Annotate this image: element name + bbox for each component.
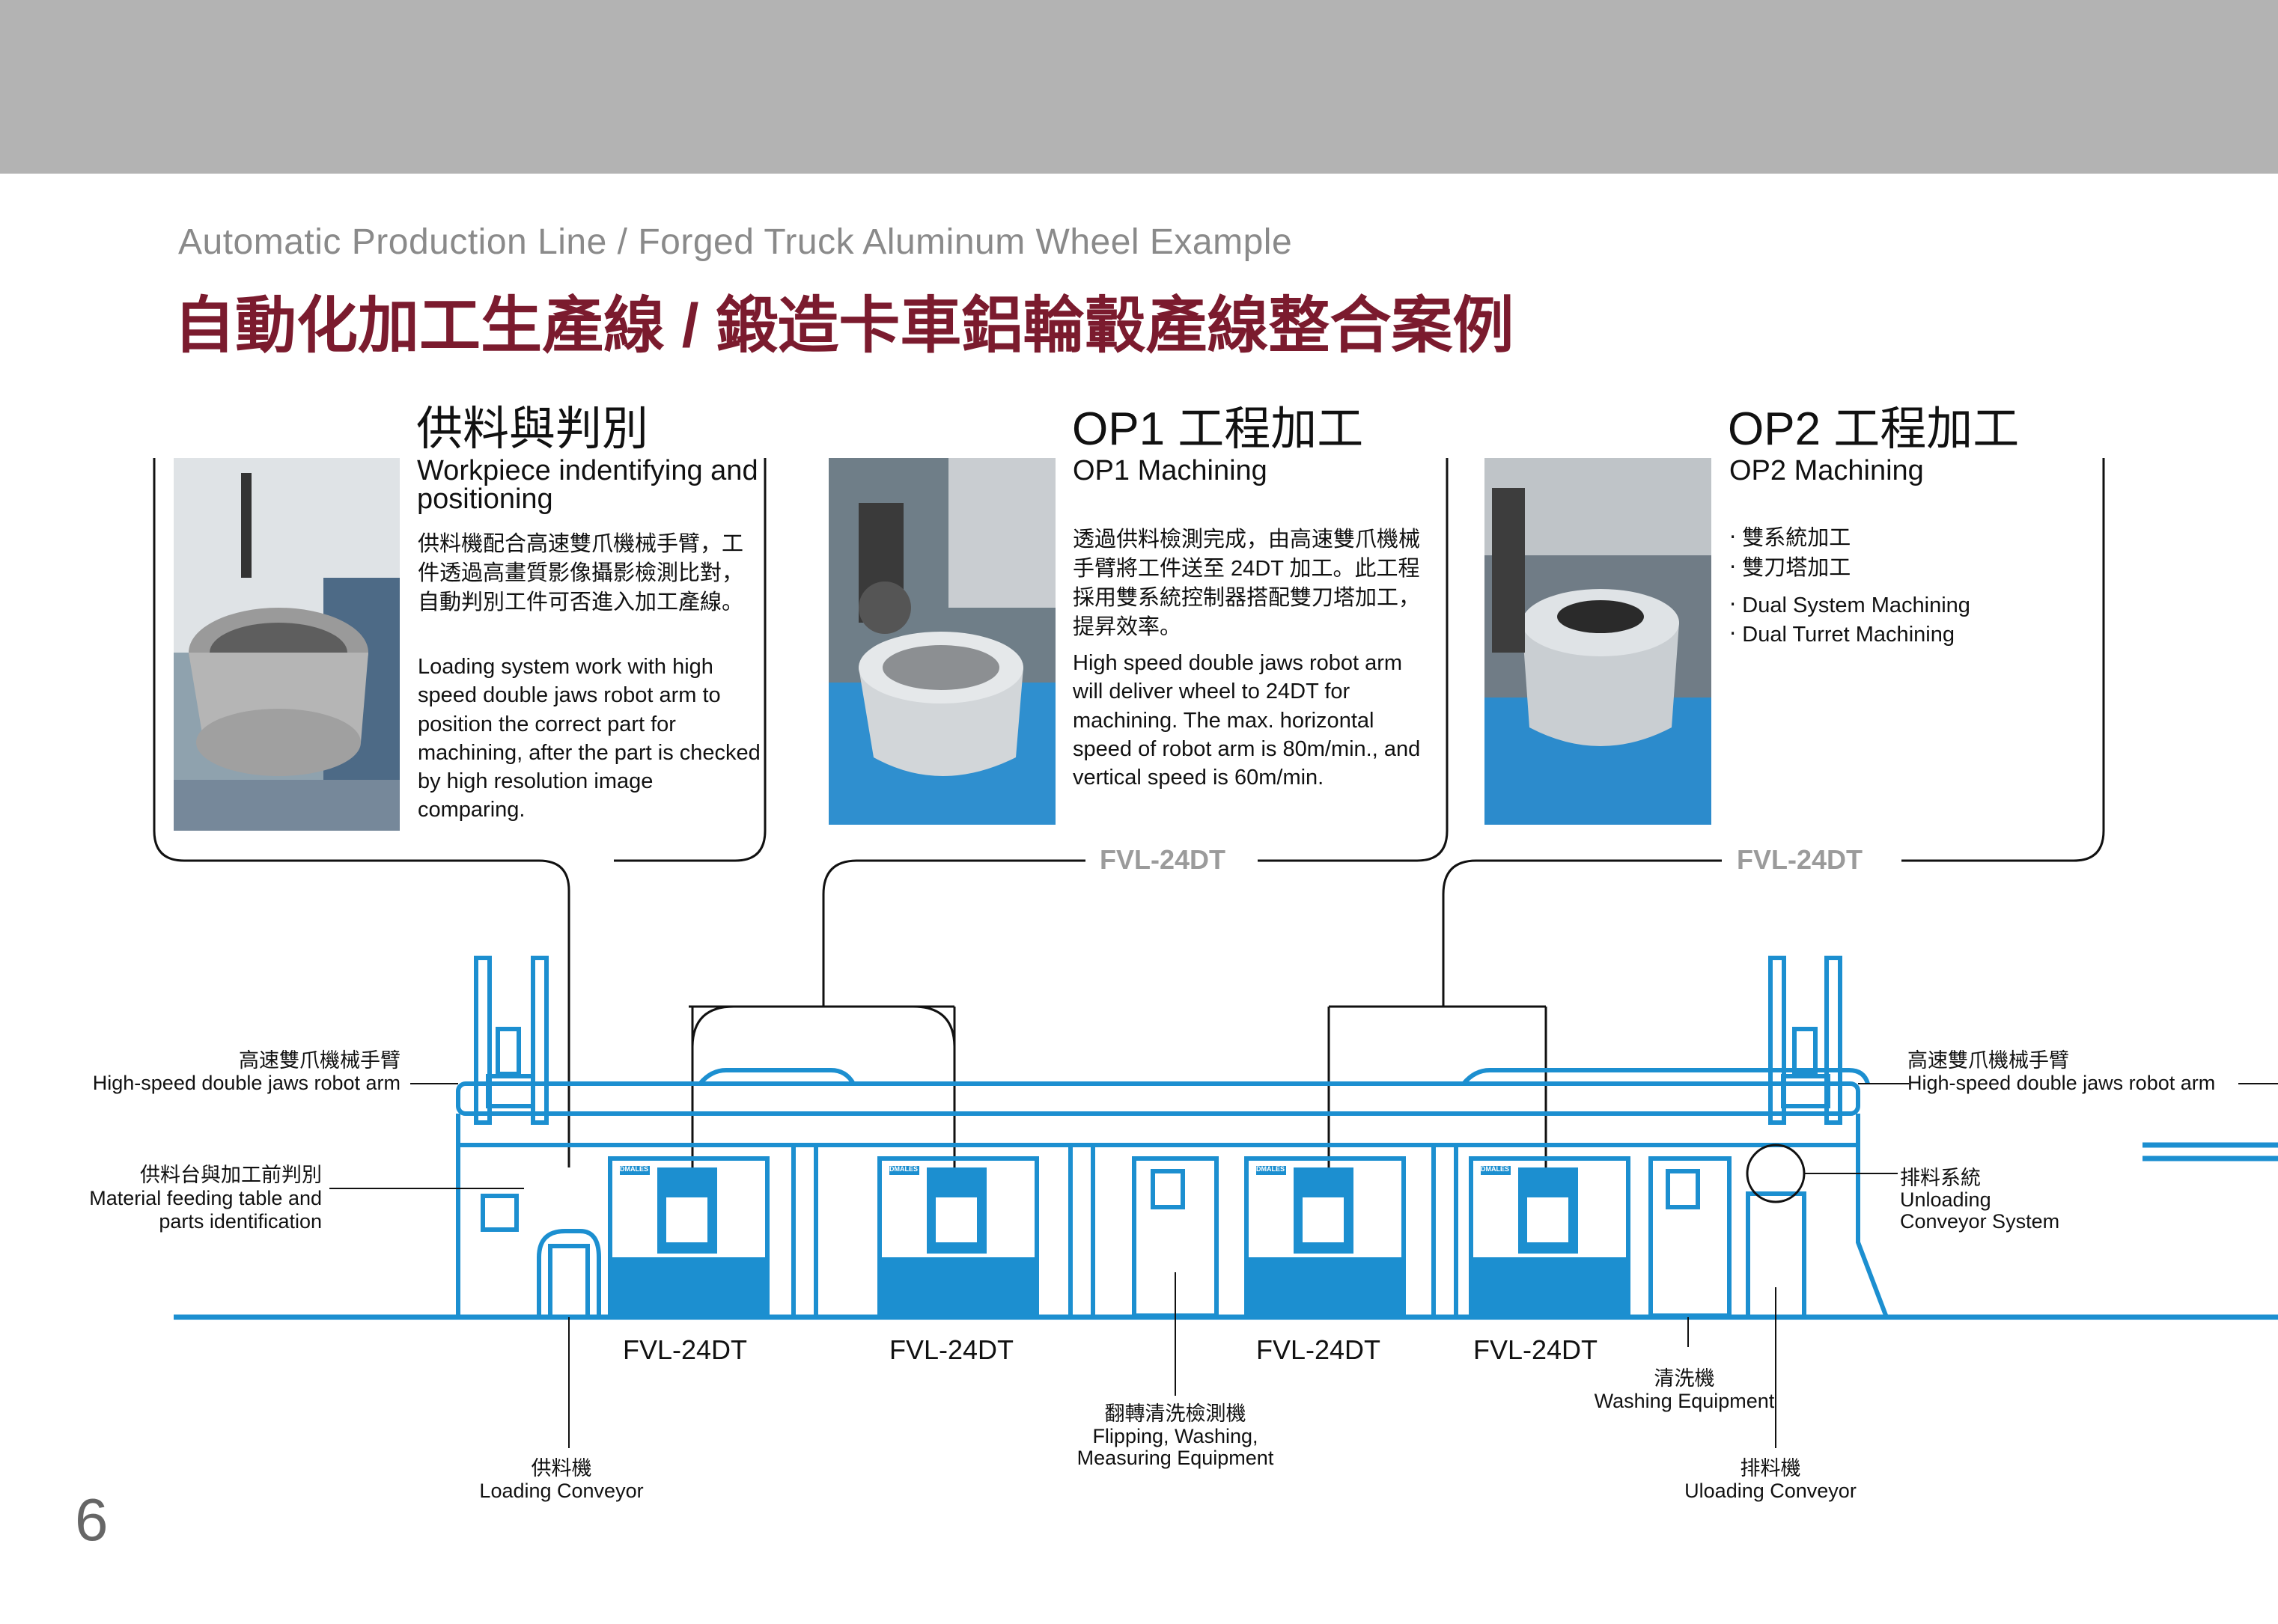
section2-body-zh: 透過供料檢測完成，由高速雙爪機械手臂將工件送至 24DT 加工。此工程採用雙系統…: [1073, 528, 1421, 640]
feed-label-en-2: parts identification: [159, 1210, 322, 1233]
flip-label-zh: 翻轉清洗檢測機: [1104, 1402, 1246, 1425]
brand-plate-4: DMALES: [1481, 1165, 1509, 1173]
unload-system-label-en-2: Conveyor System: [1900, 1210, 2060, 1233]
machine-label-4: FVL-24DT: [1473, 1334, 1598, 1365]
section3-bullet-en-1: ‧ Dual System Machining: [1729, 593, 1970, 617]
page-number: 6: [75, 1486, 109, 1553]
unload-system-label-en-1: Unloading: [1900, 1188, 1991, 1211]
header-band: [0, 0, 2278, 174]
brand-plate-3: DMALES: [1256, 1165, 1285, 1173]
section3-title-zh: OP2 工程加工: [1728, 403, 2020, 455]
section3-bullet-zh-2: ‧ 雙刀塔加工: [1729, 556, 1851, 580]
unload-system-label-zh: 排料系統: [1900, 1167, 1981, 1189]
section1-body-zh: 供料機配合高速雙爪機械手臂，工件透過高畫質影像攝影檢測比對，自動判別工件可否進入…: [418, 532, 744, 615]
machine-4: [1469, 1156, 1630, 1318]
machine-2: [877, 1156, 1039, 1318]
machine-1: [608, 1156, 770, 1318]
robot-left-label-en: High-speed double jaws robot arm: [92, 1072, 401, 1094]
page-title: 自動化加工生產線 / 鍛造卡車鋁輪轂產線整合案例: [174, 292, 1514, 360]
section3-title-en: OP2 Machining: [1729, 455, 1924, 486]
feed-label-zh: 供料台與加工前判別: [140, 1164, 322, 1186]
section2-machine-label: FVL-24DT: [1089, 844, 1237, 876]
robot-right-label-en: High-speed double jaws robot arm: [1907, 1072, 2216, 1094]
washing-label-zh: 清洗機: [1654, 1367, 1715, 1390]
unloading-conveyor-label-zh: 排料機: [1740, 1457, 1801, 1480]
loading-conveyor-label-zh: 供料機: [531, 1457, 592, 1480]
flip-label-en-2: Measuring Equipment: [1076, 1447, 1274, 1469]
section1-title-zh: 供料與判別: [416, 403, 649, 455]
machine-label-1: FVL-24DT: [623, 1334, 748, 1365]
page-subtitle: Automatic Production Line / Forged Truck…: [178, 222, 1293, 262]
loading-conveyor-label-en: Loading Conveyor: [479, 1480, 644, 1502]
section3-machine-label: FVL-24DT: [1726, 844, 1874, 876]
machine-label-3: FVL-24DT: [1256, 1334, 1381, 1365]
op1-machining-photo: [829, 458, 1056, 825]
robot-right-label-zh: 高速雙爪機械手臂: [1907, 1049, 2069, 1072]
section1-body-en: Loading system work with high speed doub…: [418, 655, 761, 822]
section1-title-en: Workpiece indentifying and positioning: [417, 455, 758, 515]
machine-label-2: FVL-24DT: [889, 1334, 1014, 1365]
op2-machining-photo: [1484, 458, 1711, 825]
machine-3: [1244, 1156, 1406, 1318]
robot-left-label-zh: 高速雙爪機械手臂: [239, 1049, 401, 1072]
loading-wheel-photo: [174, 458, 400, 831]
section2-title-en: OP1 Machining: [1073, 455, 1267, 486]
feed-label-en-1: Material feeding table and: [89, 1187, 322, 1209]
section3-bullet-en-2: ‧ Dual Turret Machining: [1729, 623, 1955, 647]
flip-label-en-1: Flipping, Washing,: [1092, 1425, 1258, 1447]
section3-bullet-zh-1: ‧ 雙系統加工: [1729, 526, 1851, 550]
brand-plate-2: DMALES: [889, 1165, 918, 1173]
section2-body-en: High speed double jaws robot arm will de…: [1073, 651, 1421, 790]
brand-plate-1: DMALES: [620, 1165, 648, 1173]
section2-title-zh: OP1 工程加工: [1072, 403, 1364, 455]
washing-label-en: Washing Equipment: [1594, 1390, 1775, 1412]
unloading-conveyor-label-en: Uloading Conveyor: [1684, 1480, 1857, 1502]
